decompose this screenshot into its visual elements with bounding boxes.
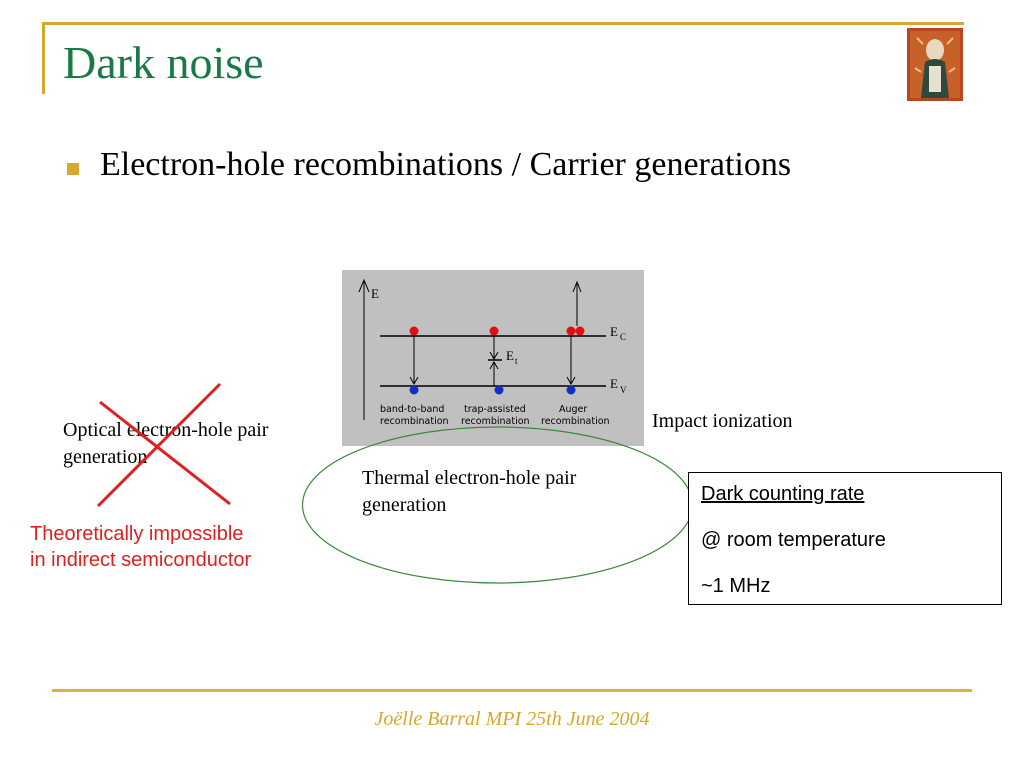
hole-dot [409, 385, 419, 395]
footer-divider [52, 689, 972, 692]
energy-axis-arrow-icon [358, 278, 370, 293]
caption-trap-assisted-line1: trap-assisted [464, 404, 526, 415]
et-label: Et [506, 348, 518, 366]
dark-counting-value: ~1 MHz [701, 575, 771, 597]
caption-trap-assisted-line2: recombination [461, 416, 530, 427]
impossible-note-line1: Theoretically impossible [30, 523, 244, 545]
arrow-up-icon [572, 280, 582, 293]
slide-title: Dark noise [63, 37, 264, 88]
hole-dot [494, 385, 504, 395]
thermal-generation-label: Thermal electron-hole pair generation [362, 465, 576, 519]
optical-generation-label: Optical electron-hole pair generation [63, 417, 268, 471]
hole-dot [566, 385, 576, 395]
arrow-up-icon [489, 360, 499, 370]
arrow-down-icon [409, 376, 419, 386]
dark-counting-title: Dark counting rate [701, 483, 865, 505]
optical-label-line1: Optical electron-hole pair [63, 419, 269, 441]
arrow-down-icon [566, 376, 576, 386]
bullet-text: Electron-hole recombinations / Carrier g… [100, 146, 792, 183]
frame-vertical-line [42, 22, 45, 94]
electron-dot [409, 326, 419, 336]
optical-label-line2: generation [63, 446, 148, 468]
impact-ionization-label: Impact ionization [652, 410, 793, 432]
frame-horizontal-line [42, 22, 964, 25]
arrow-down-icon [489, 351, 499, 361]
caption-auger-line2: recombination [541, 416, 610, 427]
caption-auger-line1: Auger [559, 404, 587, 415]
electron-dot [575, 326, 585, 336]
electron-dot [566, 326, 576, 336]
caption-band-to-band-line1: band-to-band [380, 404, 444, 415]
red-cross-mark [96, 382, 231, 508]
footer-text: Joëlle Barral MPI 25th June 2004 [374, 708, 650, 730]
caption-band-to-band-line2: recombination [380, 416, 449, 427]
energy-axis-label: E [371, 286, 379, 301]
bullet-square-icon [67, 163, 79, 175]
logo-image [907, 28, 963, 101]
impossible-note: Theoretically impossible in indirect sem… [30, 521, 251, 573]
dark-counting-rate-box: Dark counting rate @ room temperature ~1… [688, 472, 1002, 605]
dark-counting-condition: @ room temperature [701, 529, 886, 551]
thermal-label-line2: generation [362, 494, 447, 516]
electron-dot [489, 326, 499, 336]
thermal-label-line1: Thermal electron-hole pair [362, 467, 577, 489]
impossible-note-line2: in indirect semiconductor [30, 549, 252, 571]
